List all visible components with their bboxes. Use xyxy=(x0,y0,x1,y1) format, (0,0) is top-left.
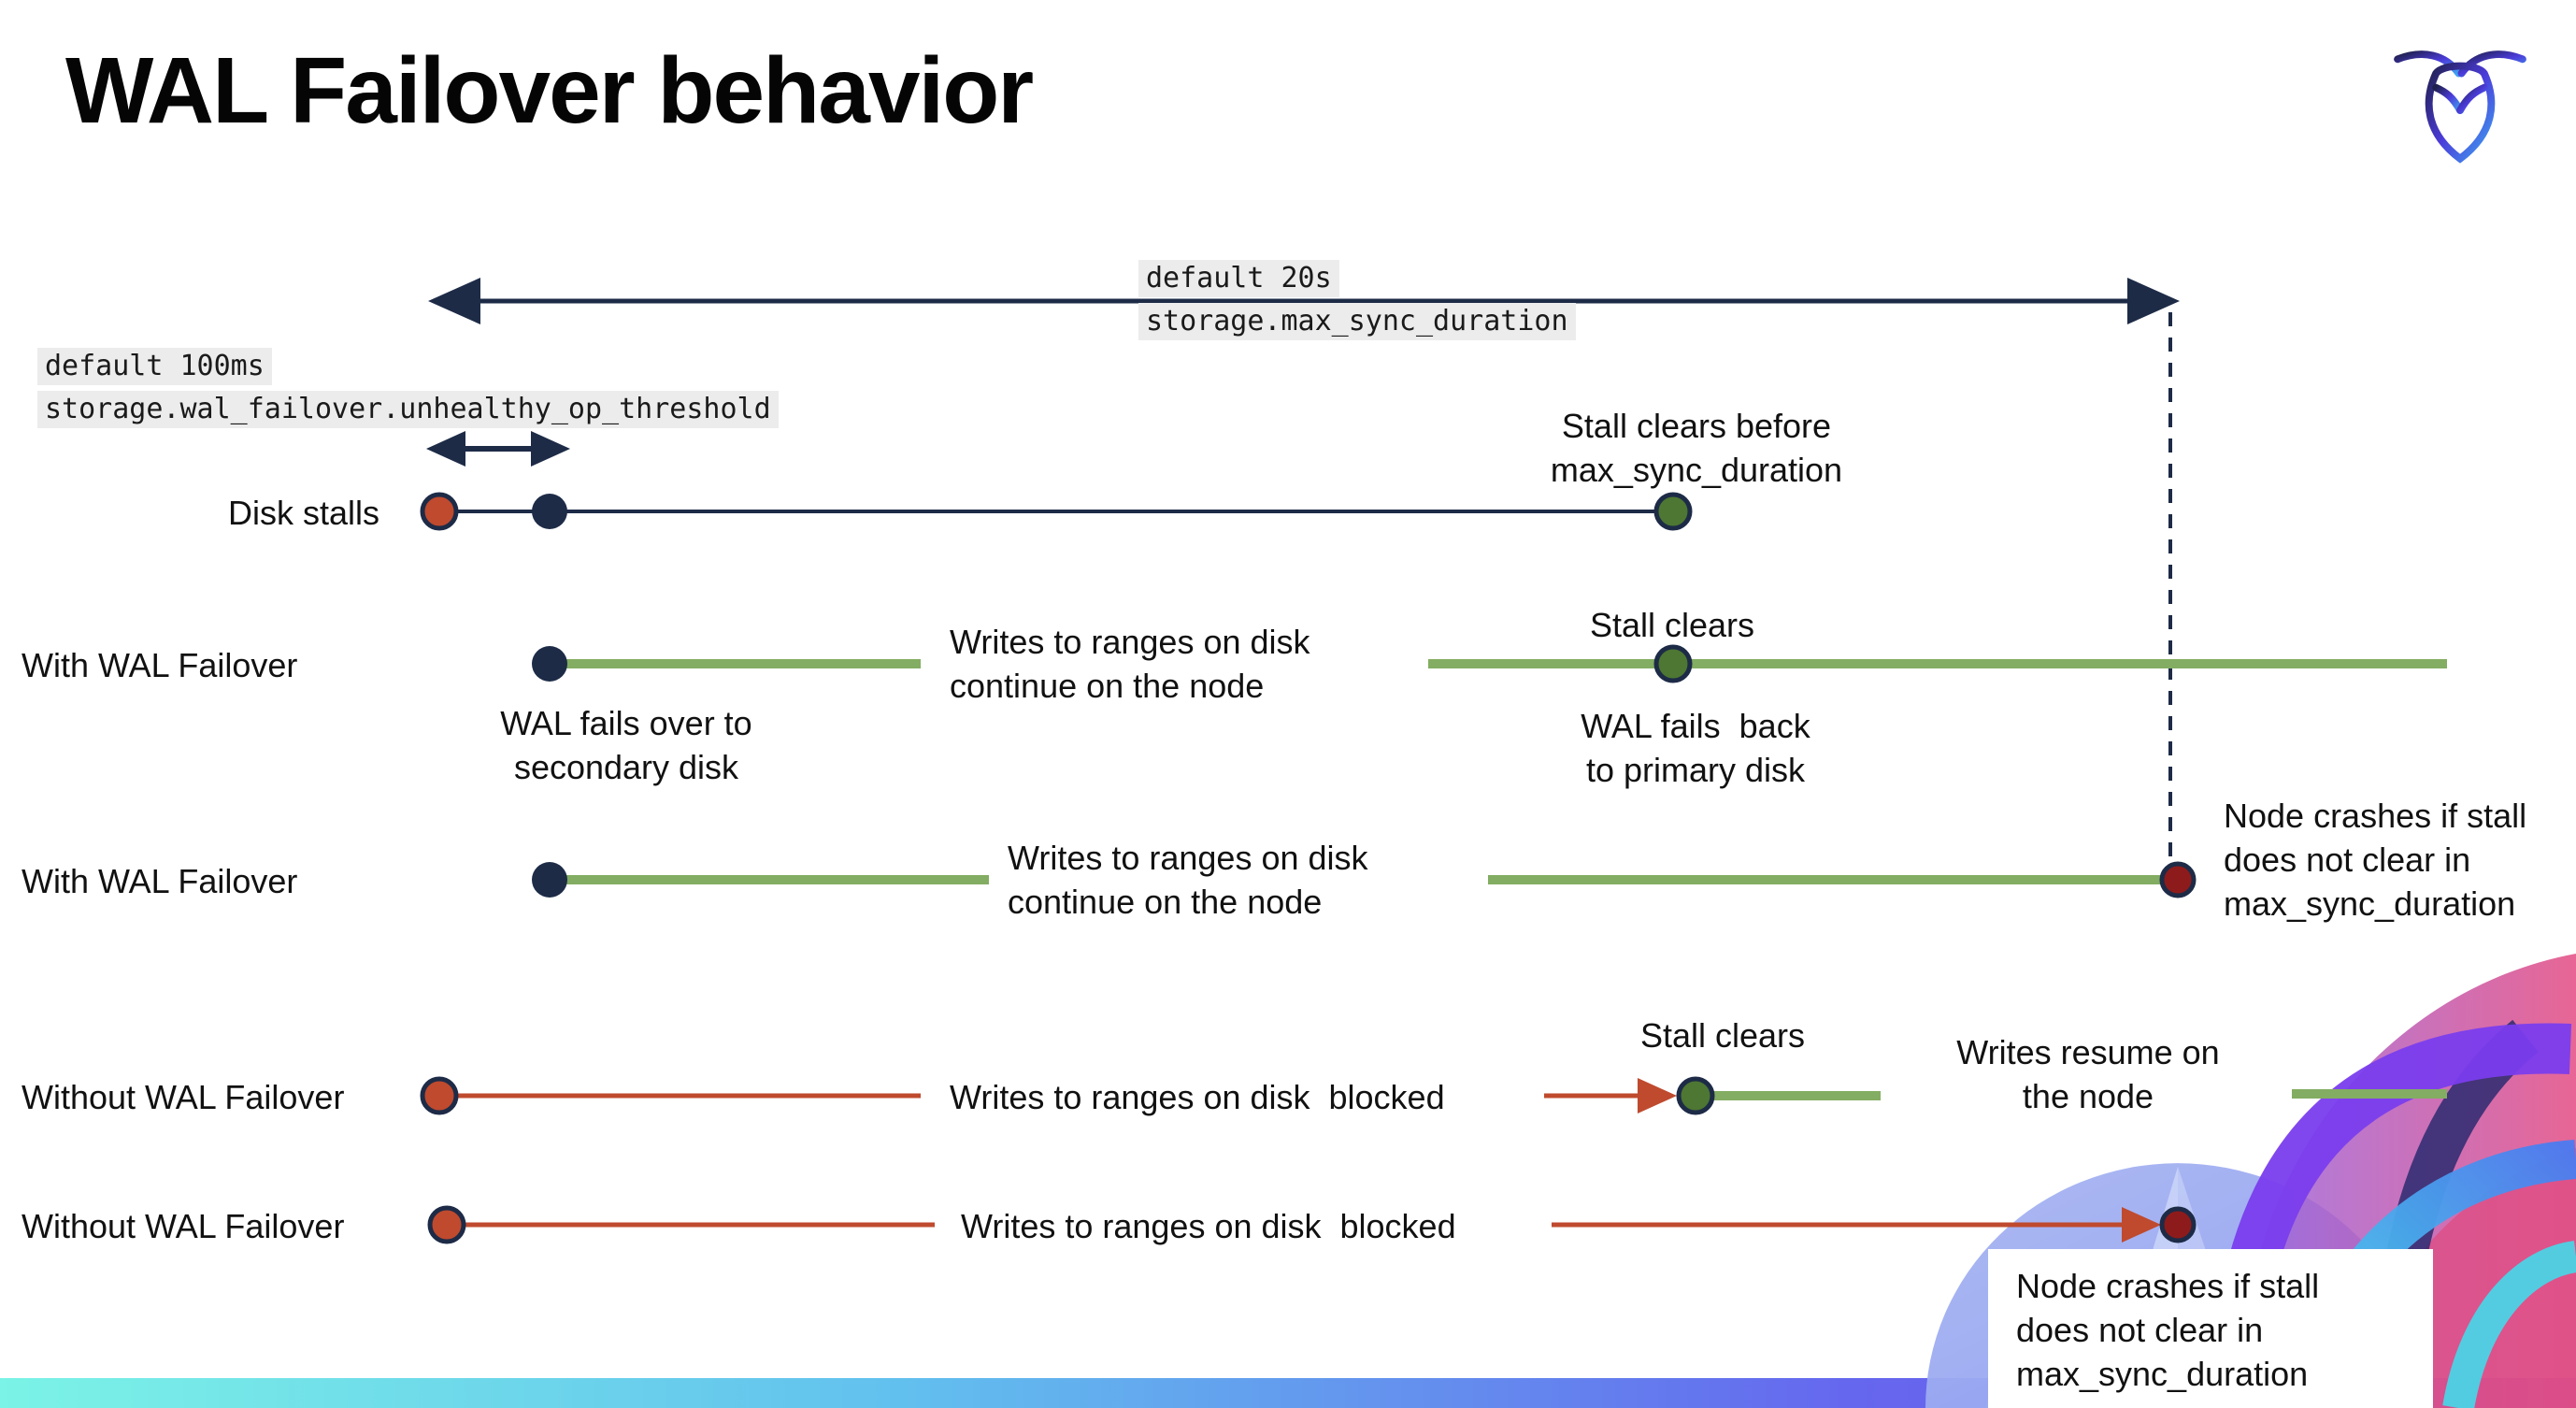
annotation-stall-clears-before: Stall clears before max_sync_duration xyxy=(1550,407,1843,489)
node-crashes-note-box: Node crashes if stall does not clear in … xyxy=(1988,1249,2433,1408)
timeline-disk-stalls xyxy=(420,492,1693,531)
annotation-writes-blocked-2: Writes to ranges on disk blocked xyxy=(961,1207,1456,1245)
row-label-disk-stalls: Disk stalls xyxy=(228,494,380,532)
row-label-with-wal-failover-2: With WAL Failover xyxy=(21,862,298,900)
annotation-writes-blocked-1: Writes to ranges on disk blocked xyxy=(950,1078,1445,1116)
stall-start-dot xyxy=(427,1205,466,1244)
max-sync-duration-label: default 20s storage.max_sync_duration xyxy=(1138,260,1576,340)
annotation-wal-fails-back: WAL fails back to primary disk xyxy=(1581,707,1810,789)
max-sync-setting-name: storage.max_sync_duration xyxy=(1138,303,1576,340)
timeline-without-wal-failover-1 xyxy=(420,1076,2447,1115)
page-title: WAL Failover behavior xyxy=(65,38,1034,143)
threshold-dot xyxy=(532,494,567,529)
unhealthy-op-default-value: default 100ms xyxy=(37,348,272,385)
annotation-node-crashes-2: Node crashes if stall does not clear in … xyxy=(2016,1267,2320,1393)
row-label-without-wal-failover-2: Without WAL Failover xyxy=(21,1207,345,1245)
timeline-with-wal-failover-2 xyxy=(532,861,2197,898)
timeline-with-wal-failover-1 xyxy=(532,644,2447,683)
annotation-stall-clears-2: Stall clears xyxy=(1639,1016,1806,1055)
unhealthy-op-setting-name: storage.wal_failover.unhealthy_op_thresh… xyxy=(37,391,779,428)
annotation-writes-continue-2: Writes to ranges on disk continue on the… xyxy=(1008,839,1368,921)
annotation-node-crashes-1: Node crashes if stall does not clear in … xyxy=(2224,797,2527,923)
timeline-without-wal-failover-2 xyxy=(427,1205,2197,1244)
stall-clears-dot xyxy=(1653,492,1693,531)
annotation-writes-continue-1: Writes to ranges on disk continue on the… xyxy=(950,623,1310,705)
node-crash-dot xyxy=(2159,861,2197,898)
stall-start-dot xyxy=(420,1076,459,1115)
max-sync-default-value: default 20s xyxy=(1138,260,1339,297)
unhealthy-op-threshold-label: default 100ms storage.wal_failover.unhea… xyxy=(37,348,779,428)
annotation-wal-fails-over: WAL fails over to secondary disk xyxy=(500,704,752,786)
row-label-with-wal-failover-1: With WAL Failover xyxy=(21,646,298,684)
annotation-writes-resume: Writes resume on the node xyxy=(1956,1033,2220,1115)
failover-dot xyxy=(532,646,567,682)
stall-clears-dot xyxy=(1653,644,1693,683)
stall-start-dot xyxy=(420,492,459,531)
unhealthy-op-threshold-arrow xyxy=(426,431,570,467)
cockroachdb-logo xyxy=(2394,50,2526,164)
row-label-without-wal-failover-1: Without WAL Failover xyxy=(21,1078,345,1116)
max-sync-duration-arrow xyxy=(428,278,2180,324)
stall-clears-dot xyxy=(1676,1076,1715,1115)
annotation-stall-clears-1: Stall clears xyxy=(1589,606,1755,644)
failover-dot xyxy=(532,862,567,898)
node-crash-dot xyxy=(2159,1206,2197,1243)
